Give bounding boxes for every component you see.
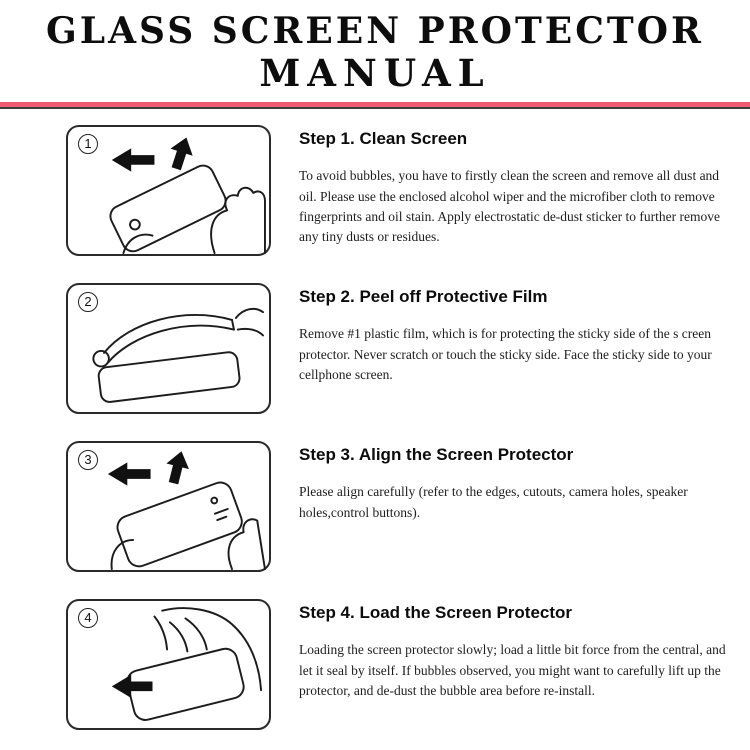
- step2-number-badge: 2: [78, 292, 98, 313]
- load-protector-illustration: [111, 607, 263, 722]
- step1-body: To avoid bubbles, you have to firstly cl…: [299, 168, 721, 245]
- page-subtitle: MANUAL: [259, 50, 491, 95]
- step1-figure: 1: [66, 125, 271, 257]
- align-protector-illustration: [107, 451, 266, 571]
- step4-body: Loading the screen protector slowly; loa…: [299, 642, 726, 698]
- step3-text: Step 3. Align the Screen Protector Pleas…: [299, 441, 727, 523]
- step3-heading: Step 3. Align the Screen Protector: [299, 445, 574, 465]
- step1-text: Step 1. Clean Screen To avoid bubbles, y…: [299, 125, 727, 247]
- step3-body: Please align carefully (refer to the edg…: [299, 484, 688, 520]
- step-row-4: 4 Step 4.: [66, 599, 750, 731]
- step3-number-badge: 3: [78, 450, 98, 471]
- align-arrows-icon: [107, 451, 189, 487]
- step-row-2: 2 Step 2. Peel off: [66, 283, 750, 415]
- page-title: GLASS SCREEN PROTECTOR: [46, 10, 704, 52]
- steps-list: 1 Step 1: [0, 109, 750, 731]
- dark-divider: [0, 107, 750, 110]
- step4-text: Step 4. Load the Screen Protector Loadin…: [299, 599, 727, 701]
- accent-divider: [0, 102, 750, 108]
- step-row-1: 1 Step 1: [66, 125, 750, 257]
- step2-figure: 2: [66, 283, 271, 415]
- step2-body: Remove #1 plastic film, which is for pro…: [299, 326, 712, 382]
- step1-number-badge: 1: [78, 134, 98, 155]
- step4-heading: Step 4. Load the Screen Protector: [299, 603, 573, 623]
- manual-header: GLASS SCREEN PROTECTOR MANUAL: [0, 0, 750, 92]
- step2-text: Step 2. Peel off Protective Film Remove …: [299, 283, 727, 385]
- step2-heading: Step 2. Peel off Protective Film: [299, 287, 548, 307]
- clean-screen-illustration: [109, 137, 266, 255]
- wipe-arrows-icon: [111, 137, 193, 173]
- step1-heading: Step 1. Clean Screen: [299, 129, 468, 149]
- step-row-3: 3: [66, 441, 750, 573]
- press-arrow-icon: [111, 675, 153, 699]
- peel-film-illustration: [92, 308, 264, 404]
- step3-figure: 3: [66, 441, 271, 573]
- step4-figure: 4: [66, 599, 271, 731]
- step4-number-badge: 4: [78, 608, 98, 629]
